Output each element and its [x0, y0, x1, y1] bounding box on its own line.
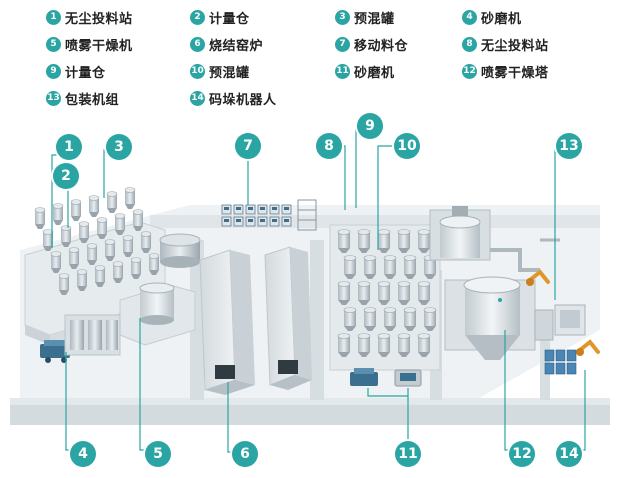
callout-7: 7 — [235, 133, 261, 159]
callout-2: 2 — [53, 163, 79, 189]
callout-8: 8 — [316, 133, 342, 159]
legend-number: 10 — [190, 63, 205, 79]
legend-number: 14 — [190, 90, 205, 106]
legend-label: 砂磨机 — [354, 65, 395, 81]
mobile-bins — [221, 204, 292, 227]
legend-label: 计量仓 — [209, 11, 250, 27]
premix-tank-left — [159, 233, 201, 268]
dryer-ducting — [490, 238, 560, 272]
legend-label: 无尘投料站 — [65, 11, 133, 27]
callout-14: 14 — [556, 441, 582, 467]
pallet-stacks — [544, 349, 577, 375]
legend-label: 砂磨机 — [481, 11, 522, 27]
legend-label: 预混罐 — [354, 11, 395, 27]
legend-number: 3 — [335, 9, 350, 25]
legend-number: 7 — [335, 36, 350, 52]
legend-number: 1 — [46, 9, 61, 25]
callout-9: 9 — [357, 113, 383, 139]
spray-dryer-tower-upper — [429, 206, 491, 261]
legend-number: 6 — [190, 36, 205, 52]
sintering-kilns — [199, 246, 312, 395]
legend-label: 计量仓 — [65, 65, 106, 81]
premix-bank-left — [64, 314, 121, 356]
bin-rack — [297, 199, 317, 231]
sand-mill-middle — [350, 368, 422, 387]
left-equipment-cluster — [34, 187, 160, 295]
legend-number: 13 — [46, 90, 61, 106]
legend-label: 预混罐 — [209, 65, 250, 81]
callout-3: 3 — [106, 134, 132, 160]
spray-dryer-left — [119, 282, 196, 346]
legend-number: 12 — [462, 63, 477, 79]
legend-number: 11 — [335, 63, 350, 79]
legend-number: 4 — [462, 9, 477, 25]
callout-12: 12 — [509, 441, 535, 467]
legend-number: 8 — [462, 36, 477, 52]
legend-label: 烧结窑炉 — [209, 38, 264, 54]
legend-label: 包装机组 — [65, 92, 120, 108]
callout-13: 13 — [556, 133, 582, 159]
legend-number: 5 — [46, 36, 61, 52]
legend-number: 2 — [190, 9, 205, 25]
spray-dryer-tower-lower — [444, 276, 536, 360]
callout-11: 11 — [395, 441, 421, 467]
legend-label: 喷雾干燥塔 — [481, 65, 549, 81]
callout-4: 4 — [70, 441, 96, 467]
packaging-units — [534, 304, 586, 341]
callout-10: 10 — [394, 133, 420, 159]
legend-label: 码垛机器人 — [209, 92, 277, 108]
palletizing-robots — [526, 269, 600, 356]
callout-6: 6 — [232, 441, 258, 467]
callout-1: 1 — [56, 134, 82, 160]
legend-label: 喷雾干燥机 — [65, 38, 133, 54]
middle-equipment-cluster — [337, 229, 437, 357]
legend-number: 9 — [46, 63, 61, 79]
legend-label: 移动料仓 — [354, 38, 409, 54]
callout-5: 5 — [145, 441, 171, 467]
legend-label: 无尘投料站 — [481, 38, 549, 54]
